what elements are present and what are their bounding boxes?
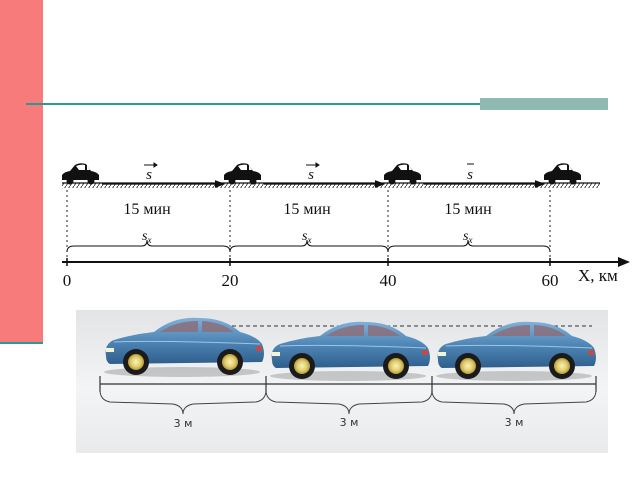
- spacing-braces: [99, 389, 597, 415]
- vector-label-3: s: [467, 167, 473, 183]
- left-accent-divider: [0, 342, 43, 344]
- projection-label-1: sx: [142, 229, 151, 245]
- spacing-ruler: [99, 376, 597, 392]
- spacing-label-1: 3 м: [174, 417, 193, 430]
- vector-label-2: s: [308, 167, 314, 183]
- time-label-1: 15 мин: [123, 201, 171, 218]
- vector-overbars: [144, 162, 474, 168]
- car-1: [103, 317, 265, 378]
- car-icon-3: [384, 163, 421, 185]
- spacing-label-2: 3 м: [340, 416, 359, 429]
- car-motion-diagram: s s s 15 мин 15 мин 15 мин sx sx sx: [62, 162, 630, 290]
- segment-dividers: [66, 190, 551, 260]
- projection-label-3: sx: [463, 229, 472, 245]
- cars-spacing-photo: 3 м 3 м 3 м: [76, 310, 608, 453]
- spacing-label-3: 3 м: [505, 416, 524, 429]
- car-2: [269, 321, 431, 382]
- title-divider-accent: [480, 98, 608, 110]
- x-axis-label: X, км: [578, 266, 618, 285]
- x-tick-label-0: 0: [63, 271, 72, 290]
- x-tick-label-40: 40: [380, 271, 397, 290]
- projection-braces: [66, 239, 551, 253]
- car-3: [435, 321, 597, 382]
- x-axis: [62, 257, 630, 267]
- x-tick-label-60: 60: [542, 271, 559, 290]
- vector-label-1: s: [146, 167, 152, 183]
- car-icon-4: [544, 163, 581, 185]
- projection-label-2: sx: [302, 229, 311, 245]
- x-tick-label-20: 20: [222, 271, 239, 290]
- car-icon-2: [224, 163, 261, 185]
- road-surface: [62, 182, 600, 188]
- title-divider-line: [26, 103, 606, 105]
- time-label-3: 15 мин: [444, 201, 492, 218]
- car-icon-1: [62, 163, 99, 185]
- left-accent-bar: [0, 0, 43, 343]
- time-label-2: 15 мин: [283, 201, 331, 218]
